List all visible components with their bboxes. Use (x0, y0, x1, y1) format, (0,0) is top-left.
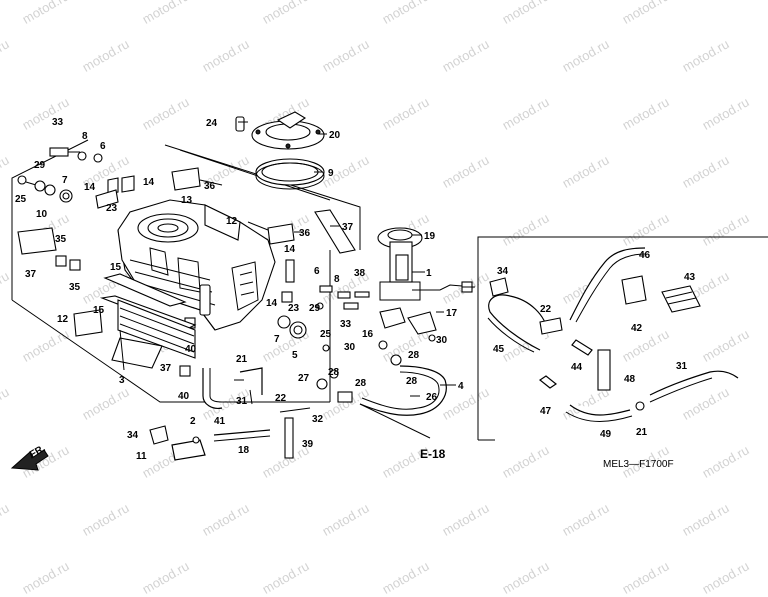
callout-40b: 40 (178, 391, 190, 402)
callout-8: 8 (82, 131, 88, 142)
callout-29b: 29 (309, 303, 321, 314)
callout-14b: 14 (143, 177, 155, 188)
callout-5: 5 (292, 350, 298, 361)
callout-17: 17 (446, 308, 458, 319)
callout-7: 7 (62, 175, 68, 186)
callout-31b: 31 (676, 361, 688, 372)
callout-2: 2 (190, 416, 196, 427)
callout-26: 26 (426, 392, 438, 403)
callout-28: 28 (408, 350, 420, 361)
callout-43: 43 (684, 272, 696, 283)
callout-28b: 28 (406, 376, 418, 387)
callout-15: 15 (110, 262, 122, 273)
fuel-feed-hose (316, 365, 447, 416)
callout-47: 47 (540, 406, 552, 417)
reference-label: E-18 (420, 447, 446, 461)
callout-49: 49 (600, 429, 612, 440)
callout-12b: 12 (226, 216, 238, 227)
callout-24: 24 (206, 118, 218, 129)
callout-35: 35 (55, 234, 67, 245)
callout-12: 12 (57, 314, 69, 325)
fuel-tank (117, 199, 276, 331)
callout-14d: 14 (266, 298, 278, 309)
callout-10: 10 (36, 209, 48, 220)
callout-9: 9 (328, 168, 334, 179)
callout-38: 38 (354, 268, 366, 279)
callout-41: 41 (214, 416, 226, 427)
fuel-pump-cap-ring (235, 111, 325, 150)
callout-22b: 22 (540, 304, 552, 315)
callout-1: 1 (426, 268, 432, 279)
callout-22: 22 (275, 393, 287, 404)
callout-20: 20 (329, 130, 341, 141)
diagram-code: MEL3—F1700F (603, 459, 674, 470)
callout-7b: 7 (274, 334, 280, 345)
callout-15b: 15 (93, 305, 105, 316)
callout-44: 44 (571, 362, 583, 373)
drain-tubes-left (149, 367, 311, 461)
callout-18: 18 (238, 445, 250, 456)
callout-39: 39 (302, 439, 314, 450)
callout-27: 27 (298, 373, 310, 384)
callout-36b: 36 (299, 228, 311, 239)
callout-36: 36 (204, 181, 216, 192)
callout-23: 23 (106, 203, 118, 214)
callout-45: 45 (493, 344, 505, 355)
callout-6: 6 (100, 141, 106, 152)
callout-28c: 28 (328, 367, 340, 378)
group-outline-lines (11, 139, 768, 441)
fuel-pump-gasket (255, 158, 325, 190)
callout-35b: 35 (69, 282, 81, 293)
callout-14c: 14 (284, 244, 296, 255)
callout-28d: 28 (355, 378, 367, 389)
callout-33b: 33 (340, 319, 352, 330)
callout-21: 21 (236, 354, 248, 365)
center-hardware (277, 285, 370, 352)
breather-hoses-right (487, 247, 739, 422)
callout-30: 30 (344, 342, 356, 353)
callout-8b: 8 (334, 274, 340, 285)
callout-37b: 37 (160, 363, 172, 374)
callout-25b: 25 (320, 329, 332, 340)
callout-48: 48 (624, 374, 636, 385)
callout-14: 14 (84, 182, 96, 193)
callout-labels: 1 2 3 4 5 6 6 7 7 8 8 9 10 11 12 12 13 1… (15, 117, 696, 462)
callout-19: 19 (424, 231, 436, 242)
callout-6b: 6 (314, 266, 320, 277)
callout-11: 11 (136, 451, 147, 462)
callout-21b: 21 (636, 427, 648, 438)
callout-leaders (119, 121, 475, 405)
callout-25: 25 (15, 194, 27, 205)
callout-31: 31 (236, 396, 248, 407)
reference-e18: E-18 (359, 403, 446, 461)
callout-16: 16 (362, 329, 374, 340)
callout-32: 32 (312, 414, 324, 425)
callout-4: 4 (458, 381, 464, 392)
callout-13: 13 (181, 195, 193, 206)
tank-strips (73, 273, 197, 369)
fuel-tank-exploded-diagram: FR. E-18 MEL3—F1700F 1 2 3 4 5 6 6 7 7 8 (10, 111, 768, 471)
callout-3: 3 (119, 375, 125, 386)
callout-37: 37 (25, 269, 37, 280)
callout-29: 29 (34, 160, 46, 171)
callout-34: 34 (127, 430, 139, 441)
callout-34b: 34 (497, 266, 509, 277)
callout-37c: 37 (342, 222, 354, 233)
callout-42: 42 (631, 323, 643, 334)
callout-40: 40 (185, 344, 197, 355)
callout-46: 46 (639, 250, 651, 261)
left-bolts-washers (17, 147, 103, 203)
callout-30b: 30 (436, 335, 448, 346)
front-direction-arrow: FR. (10, 443, 49, 471)
callout-23b: 23 (288, 303, 300, 314)
callout-33: 33 (52, 117, 64, 128)
